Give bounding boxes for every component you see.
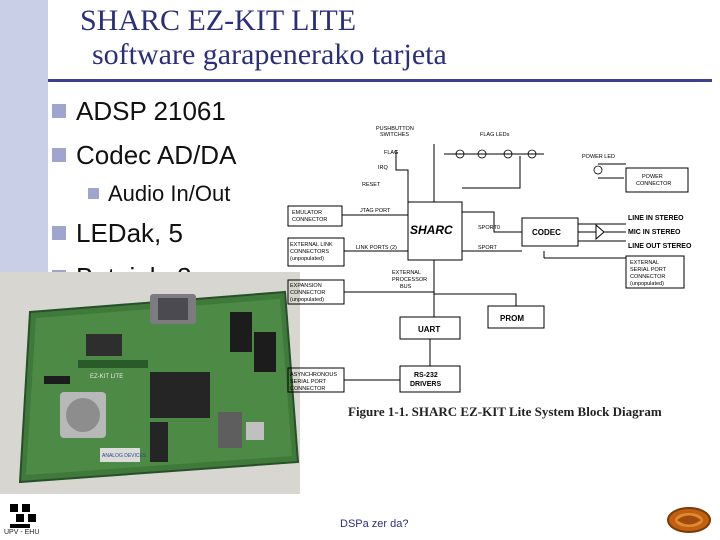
sharc-label: SHARC [410,223,453,237]
ext-serial-label-4: (unpopulated) [630,281,664,287]
bullet-square-icon [52,148,66,162]
ext-serial-label-2: SERIAL PORT [630,267,667,273]
sharc-block [407,201,463,261]
emulator-label-2: CONNECTOR [292,217,327,223]
power-led-label: POWER LED [582,154,615,160]
sport0-label: SPORT0 [478,225,500,231]
external-link-connectors [287,237,345,267]
irq-label: IRQ [378,165,389,171]
sub-bullet-item: Audio In/Out [88,181,230,207]
bullet-item: ADSP 21061 [52,96,226,127]
prom-label: PROM [500,314,524,323]
board-photo: EZ-KIT LITE ANALOG DEVICES [0,272,300,494]
power-connector-label-2: CONNECTOR [636,181,671,187]
bullet-square-icon [52,104,66,118]
ext-serial-label-3: CONNECTOR [630,274,665,280]
async-label-2: SERIAL PORT [290,379,327,385]
bullet-square-icon [88,188,99,199]
title-line-1: SHARC EZ-KIT LITE [80,4,357,37]
bullet-item: LEDak, 5 [52,218,183,249]
upv-ehu-logo [10,504,36,528]
bullet-square-icon [52,226,66,240]
rs232-label-1: RS-232 [414,372,438,379]
ext-link-label-2: CONNECTORS [290,249,329,255]
ext-proc-bus-label-1: EXTERNAL [392,270,421,276]
upv-ehu-text: UPV - EHU [4,529,40,536]
reset-label: RESET [362,182,381,188]
ext-serial-label-1: EXTERNAL [630,260,659,266]
block-diagram: PUSHBUTTON SWITCHES FLAG LEDs FLAG IRQ R… [287,126,692,393]
async-label-3: CONNECTOR [290,386,325,392]
ext-proc-bus-label-2: PROCESSOR [392,277,427,283]
uart-label: UART [418,325,440,334]
power-connector-label-1: POWER [642,174,663,180]
expansion-label-1: EXPANSION [290,283,322,289]
footer-text: DSPa zer da? [340,518,409,530]
power-connector [625,167,689,193]
ext-link-label-3: (unpopulated) [290,256,324,262]
line-in-label: LINE IN STEREO [628,215,684,222]
expansion-label-2: CONNECTOR [290,290,325,296]
board-brand: ANALOG DEVICES [102,453,147,459]
board-label: EZ-KIT LITE [90,374,123,380]
left-accent-bar [0,0,48,300]
async-label-1: ASYNCHRONOUS [290,372,337,378]
sport-label: SPORT [478,245,497,251]
rs232-label-2: DRIVERS [410,381,441,388]
line-out-label: LINE OUT STEREO [628,243,692,250]
switches-label: SWITCHES [380,132,409,138]
expansion-label-3: (unpopulated) [290,297,324,303]
emulator-label-1: EMULATOR [292,210,322,216]
title-line-2: software garapenerako tarjeta [92,38,447,71]
mic-in-label: MIC IN STEREO [628,229,681,236]
pushbutton-label: PUSHBUTTON [376,126,414,132]
title-rule [48,79,712,82]
jtag-label: JTAG PORT [360,208,391,214]
external-serial-connector [625,255,685,289]
rs232-block [399,365,461,393]
link-ports-label: LINK PORTS (2) [356,245,397,251]
bullet-item: Codec AD/DA [52,140,236,171]
diagram-caption: Figure 1-1. SHARC EZ-KIT Lite System Blo… [348,404,662,419]
emulator-connector [287,205,343,227]
codec-block [521,217,579,247]
ext-link-label-1: EXTERNAL LINK [290,242,333,248]
flag-label: FLAG [384,150,398,156]
slide-title: SHARC EZ-KIT LITE software garapenerako … [80,4,447,72]
codec-label: CODEC [532,228,561,237]
emblem-logo [667,507,711,533]
flag-leds-label: FLAG LEDs [480,132,510,138]
ext-proc-bus-label-3: BUS [400,284,412,290]
